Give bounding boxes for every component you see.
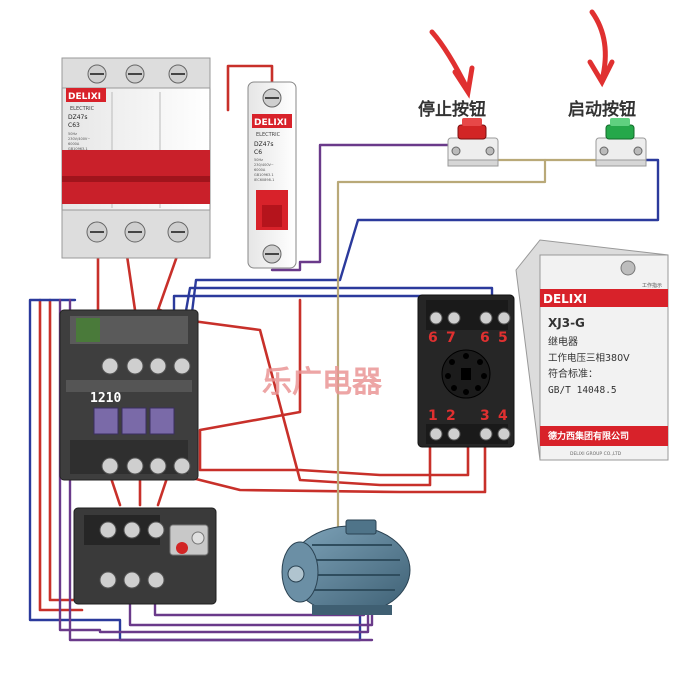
khaki-wires (336, 158, 597, 542)
breaker-3p-spec-0: 50Hz (68, 132, 77, 136)
relay-standard: GB/T 14048.5 (548, 385, 617, 396)
wire-khaki-1 (336, 158, 597, 542)
breaker-1p-spec-0: 50Hz (254, 158, 263, 162)
overload-screw-icon (147, 521, 165, 539)
stop-button-cap (457, 124, 487, 140)
relay-brand-bar (540, 289, 668, 307)
breaker-3p-model: DZ47s (68, 114, 88, 121)
overload-screw-icon (99, 521, 117, 539)
motor (281, 519, 411, 615)
wire-left-outer (38, 298, 84, 612)
contactor-screw-icon (101, 357, 119, 375)
wire-relay-3 (158, 418, 487, 494)
terminal-1: 1 (428, 408, 438, 424)
relay-company: 德力西集团有限公司 (548, 430, 629, 442)
start-button[interactable] (595, 118, 647, 167)
watermark: 乐广电器 (262, 365, 383, 400)
wire-purple-stop (270, 143, 450, 272)
relay-indicator-label: 工作指示 (642, 282, 662, 289)
contactor-screw-icon (126, 457, 144, 475)
breaker-1p-spec-2: 6000A (254, 168, 266, 172)
breaker-1p-brand: DELIXI (254, 118, 287, 128)
relay-company-en: DELIXI GROUP CO.,LTD (570, 451, 622, 457)
wire-blue-3 (186, 158, 660, 347)
thermal-overload-relay (73, 507, 217, 605)
relay-module: 工作指示 DELIXI XJ3-G 继电器 工作电压三相380V 符合标准： G… (515, 239, 669, 461)
breaker-1p-model: DZ47s (254, 141, 274, 148)
contactor-model: 1210 (90, 391, 121, 406)
relay-type: 继电器 (548, 335, 578, 348)
motor-shaft-icon (287, 565, 305, 583)
start-button-cap (605, 124, 635, 140)
breaker-3p-spec-1: 230V/400V~ (68, 137, 90, 141)
breaker-1p-brand-plate (252, 114, 292, 128)
relay-standard-label: 符合标准： (548, 367, 598, 380)
relay-voltage: 工作电压三相380V (548, 352, 630, 364)
relay-brand: DELIXI (543, 292, 587, 306)
wire-purple-motor-4 (153, 598, 366, 617)
annotation-arrows (429, 9, 615, 99)
breaker-1p-spec-1: 230/400V~ (254, 163, 274, 167)
terminal-3: 3 (480, 408, 490, 424)
arrow-start-head (587, 59, 615, 88)
breaker-1p-spec-4: IEC60898-1 (254, 178, 274, 182)
stop-button[interactable] (447, 118, 499, 167)
socket-pin-holes (445, 353, 487, 395)
terminal-6-right: 6 (480, 330, 490, 346)
contactor-screw-icon (173, 457, 191, 475)
terminal-4: 4 (498, 408, 508, 424)
breaker-3-pole: DELIXI ELECTRIC DZ47s C63 50Hz 230V/400V… (61, 57, 211, 259)
terminal-5: 5 (498, 330, 508, 346)
breaker-1-pole: DELIXI ELECTRIC DZ47s C6 50Hz 230/400V~ … (247, 81, 297, 269)
overload-dial-icon[interactable] (191, 531, 205, 545)
relay-socket: 6 7 6 5 1 2 3 4 (417, 294, 515, 448)
arrow-stop-head (452, 65, 475, 99)
overload-screw-icon (99, 571, 117, 589)
contactor-screw-icon (173, 357, 191, 375)
terminal-7: 7 (446, 330, 456, 346)
contactor-screw-icon (149, 457, 167, 475)
breaker-1p-rating: C6 (254, 149, 262, 156)
contactor-screw-icon (101, 457, 119, 475)
arrow-start (589, 9, 608, 83)
relay-company-bar (540, 426, 668, 446)
breaker-3p-brand: DELIXI (68, 92, 101, 102)
relay-indicator-lamp-icon (620, 260, 636, 276)
breaker-3p-sub: ELECTRIC (70, 106, 95, 112)
overload-screw-icon (123, 571, 141, 589)
terminal-2: 2 (446, 408, 456, 424)
start-button-label: 启动按钮 (568, 99, 636, 120)
overload-screw-icon (123, 521, 141, 539)
contactor-screw-icon (126, 357, 144, 375)
relay-model: XJ3-G (548, 316, 585, 330)
breaker-brand-plate (66, 88, 106, 102)
stop-button-label: 停止按钮 (418, 99, 486, 120)
wire-breaker-link (226, 64, 274, 112)
breaker-3p-spec-2: 6000A (68, 142, 80, 146)
wire-purple-motor-1 (58, 298, 370, 634)
overload-reset-button[interactable] (176, 542, 188, 554)
wire-left-inner (48, 298, 84, 602)
contactor: 1210 (59, 309, 199, 481)
breaker-1p-sub: ELECTRIC (256, 132, 281, 138)
breaker-3p-rating: C63 (68, 122, 80, 129)
terminal-6-left: 6 (428, 330, 438, 346)
breaker-1p-spec-3: GB10963.1 (254, 173, 274, 177)
contactor-screw-icon (149, 357, 167, 375)
overload-screw-icon (147, 571, 165, 589)
breaker-3p-spec-3: GB10963.1 (68, 147, 88, 151)
